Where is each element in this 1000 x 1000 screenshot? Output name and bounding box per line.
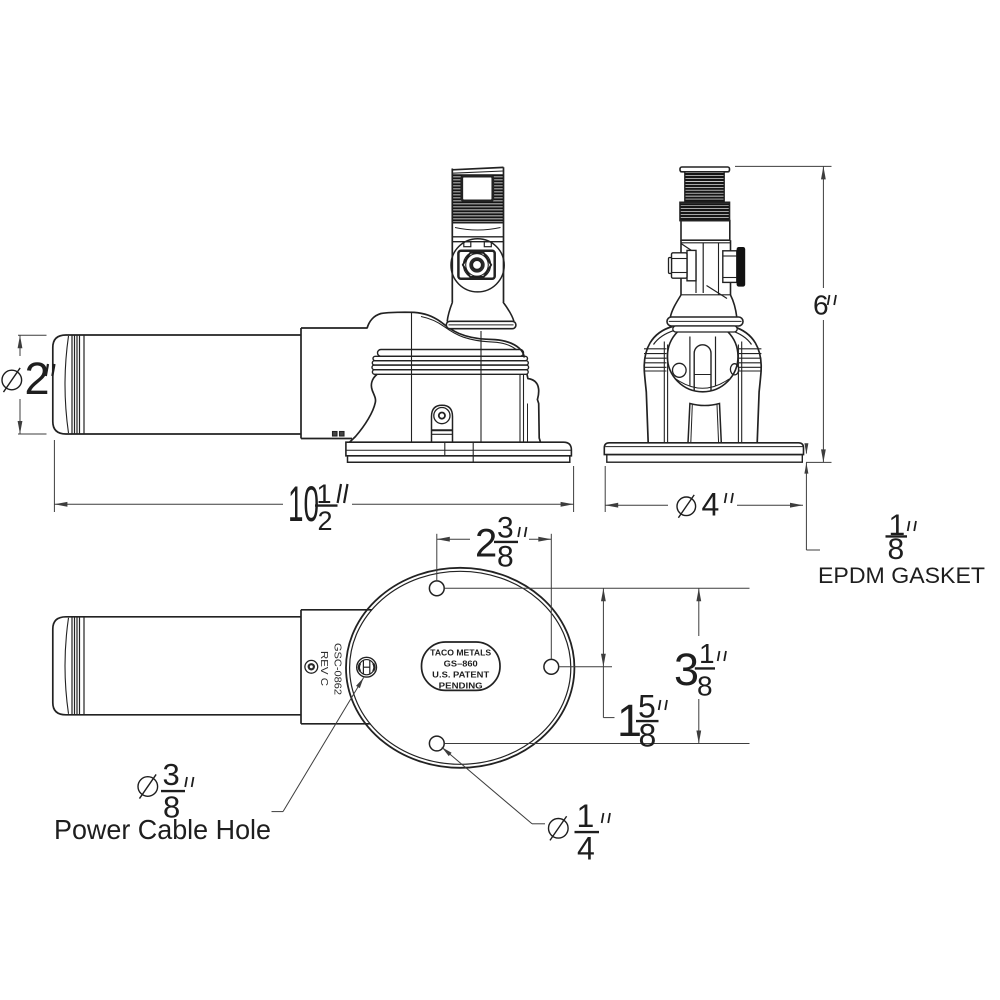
svg-text:4: 4	[702, 487, 720, 523]
svg-text:GSC-0862: GSC-0862	[332, 643, 344, 695]
svg-text:2: 2	[25, 353, 50, 404]
svg-text:3: 3	[497, 512, 514, 545]
svg-text:3: 3	[163, 757, 180, 792]
svg-text:8: 8	[497, 541, 514, 574]
svg-text:4: 4	[577, 831, 595, 867]
svg-text:2: 2	[475, 522, 497, 566]
svg-text:2: 2	[318, 506, 333, 536]
svg-text:1: 1	[577, 798, 595, 834]
svg-text:EPDM GASKET: EPDM GASKET	[818, 563, 985, 588]
svg-text:10: 10	[288, 476, 319, 532]
svg-text:REV C: REV C	[318, 651, 330, 686]
svg-text:6: 6	[813, 290, 829, 321]
svg-text:TACO METALS: TACO METALS	[430, 648, 491, 658]
svg-text:1: 1	[699, 638, 715, 669]
svg-text:8: 8	[639, 718, 657, 754]
svg-text:1: 1	[317, 479, 332, 509]
svg-text:8: 8	[888, 533, 905, 566]
svg-text:Power Cable Hole: Power Cable Hole	[54, 814, 271, 845]
svg-text:PENDING: PENDING	[439, 680, 483, 690]
svg-text:8: 8	[163, 790, 180, 825]
svg-text:1: 1	[889, 509, 906, 542]
svg-text:GS–860: GS–860	[444, 659, 478, 669]
svg-text:5: 5	[638, 689, 656, 725]
svg-text:8: 8	[697, 671, 713, 702]
svg-text:U.S. PATENT: U.S. PATENT	[432, 670, 490, 680]
